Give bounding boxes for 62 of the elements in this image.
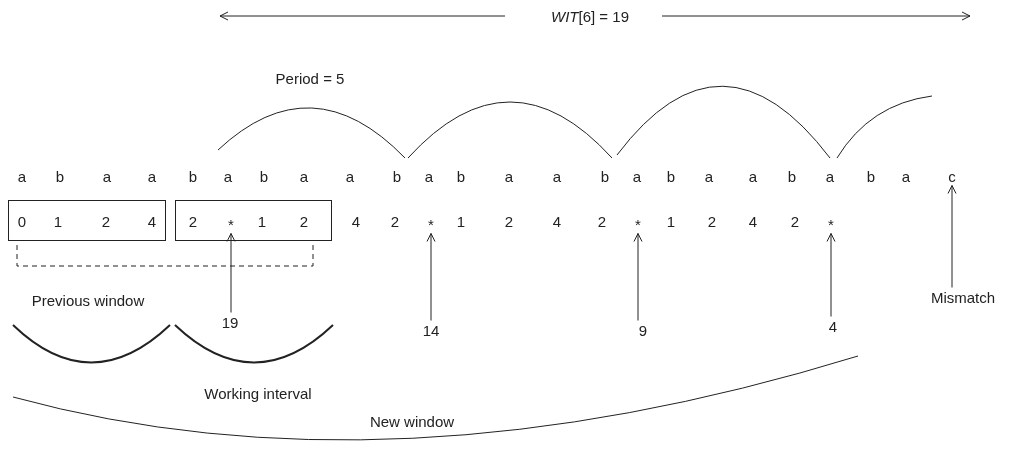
table-value: 2 <box>790 213 800 229</box>
string-character: a <box>424 168 434 184</box>
table-value: * <box>428 216 434 232</box>
string-character: b <box>55 168 65 184</box>
table-value: 2 <box>390 213 400 229</box>
string-character: b <box>787 168 797 184</box>
window-label: New window <box>369 413 455 429</box>
table-value: 2 <box>188 213 198 229</box>
arrow <box>826 233 836 317</box>
string-character: a <box>704 168 714 184</box>
table-value: 2 <box>101 213 111 229</box>
annotation-text: Mismatch <box>930 289 996 305</box>
table-value: 2 <box>299 213 309 229</box>
table-value: 1 <box>666 213 676 229</box>
table-value: 2 <box>504 213 514 229</box>
window-label: Previous window <box>31 292 145 308</box>
string-character: b <box>188 168 198 184</box>
position-number: 4 <box>828 318 838 334</box>
window-label: Working interval <box>204 385 312 401</box>
table-value: 1 <box>257 213 267 229</box>
position-number: 9 <box>638 322 648 338</box>
table-value: 4 <box>552 213 562 229</box>
string-character: b <box>456 168 466 184</box>
string-character: a <box>552 168 562 184</box>
string-character: a <box>901 168 911 184</box>
table-value: 1 <box>456 213 466 229</box>
string-character: c <box>948 168 956 184</box>
string-character: a <box>825 168 835 184</box>
table-value: 0 <box>17 213 27 229</box>
string-character: a <box>632 168 642 184</box>
table-value: 2 <box>707 213 717 229</box>
string-character: a <box>147 168 157 184</box>
period-label: Period = 5 <box>275 70 345 86</box>
string-character: a <box>345 168 355 184</box>
index-box <box>175 200 332 241</box>
string-character: b <box>259 168 269 184</box>
table-value: 2 <box>597 213 607 229</box>
table-value: * <box>228 216 234 232</box>
string-character: b <box>392 168 402 184</box>
string-character: a <box>17 168 27 184</box>
arrow <box>633 233 643 321</box>
position-number: 14 <box>422 322 440 338</box>
string-character: b <box>600 168 610 184</box>
string-character: a <box>102 168 112 184</box>
table-value: 1 <box>53 213 63 229</box>
table-value: 4 <box>147 213 157 229</box>
arrow <box>426 233 436 321</box>
string-character: b <box>866 168 876 184</box>
string-character: a <box>223 168 233 184</box>
table-value: 4 <box>351 213 361 229</box>
string-character: b <box>666 168 676 184</box>
string-character: a <box>299 168 309 184</box>
arrow <box>226 233 236 313</box>
string-character: a <box>748 168 758 184</box>
index-box <box>8 200 166 241</box>
string-character: a <box>504 168 514 184</box>
dimension-label: WIT[6] = 19 <box>551 8 629 24</box>
table-value: * <box>635 216 641 232</box>
table-value: 4 <box>748 213 758 229</box>
position-number: 19 <box>221 314 239 330</box>
table-value: * <box>828 216 834 232</box>
arrow <box>947 185 957 288</box>
